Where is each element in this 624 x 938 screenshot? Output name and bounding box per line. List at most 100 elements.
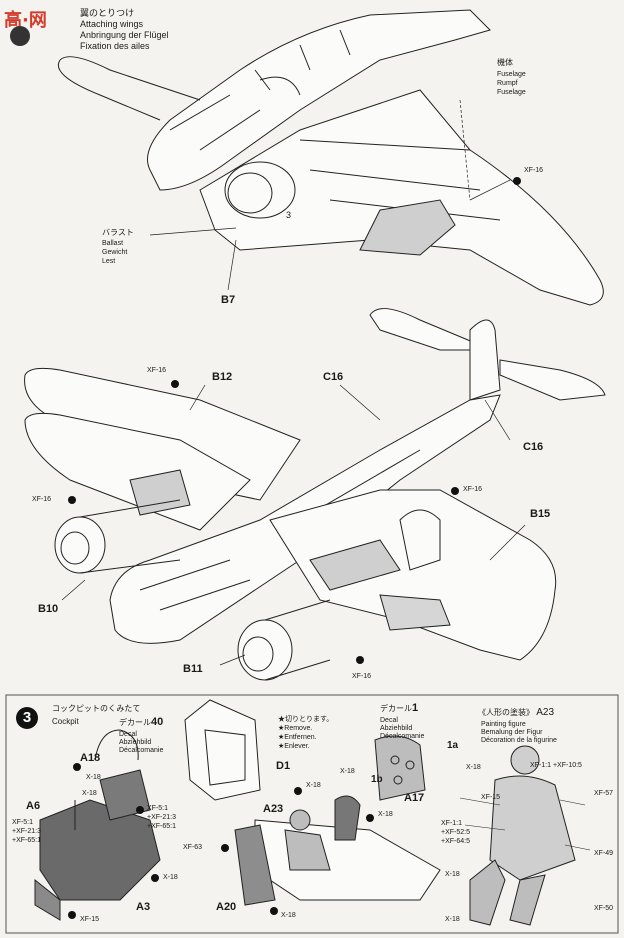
left-engine-drawing xyxy=(54,499,181,574)
remove-fr: ★Enlever. xyxy=(278,743,310,750)
step3-title-en: Cockpit xyxy=(52,717,79,726)
paint-xf16-5: XF-16 xyxy=(352,673,372,680)
part-C16-bottom: C16 xyxy=(523,441,544,453)
part-B10: B10 xyxy=(38,603,59,615)
fuselage-en: Fuselage xyxy=(497,71,526,78)
watermark-logo: 高·网 xyxy=(4,10,47,31)
part-B7: B7 xyxy=(221,294,236,306)
figure-title: 《人形の塗装》 A23 xyxy=(478,707,555,718)
fig-paint-x18-b: X-18 xyxy=(445,871,460,878)
tailplane-drawing xyxy=(369,308,606,401)
step2-title-jp: 翼のとりつけ xyxy=(80,8,135,18)
left-wing-drawing xyxy=(24,367,301,531)
decal40-number: 40 xyxy=(151,716,164,728)
pilot-small-drawing xyxy=(284,809,331,871)
part-1a: 1a xyxy=(447,740,459,751)
remove-de: ★Entfernen. xyxy=(278,734,317,741)
paint-x18-g: X-18 xyxy=(340,768,355,775)
ballast-de: Gewicht xyxy=(102,249,128,256)
figure-drawing xyxy=(469,745,576,926)
part-1b: 1b xyxy=(371,774,383,785)
paint-xf65-a: +XF-65:1 xyxy=(12,837,41,844)
paint-xf16-1: XF-16 xyxy=(524,167,544,174)
step2-badge xyxy=(10,26,30,46)
right-engine-drawing xyxy=(237,599,331,681)
figure-fr: Décoration de la figurine xyxy=(481,737,557,744)
fig-paint-xf64: +XF-64:5 xyxy=(441,838,470,845)
paint-xf16-4: XF-16 xyxy=(463,486,483,493)
part-A20: A20 xyxy=(216,901,237,913)
decal1-en: Decal xyxy=(380,717,398,724)
decal40-fr: Abziehbild xyxy=(119,739,152,746)
fuselage-de: Rumpf xyxy=(497,80,518,87)
decal1-fr: Décalcomanie xyxy=(380,733,425,740)
fig-paint-xf52: +XF-52:5 xyxy=(441,829,470,836)
decal40-de: Decal xyxy=(119,731,137,738)
step3-badge: 3 xyxy=(16,707,38,729)
fig-paint-xf15: XF-15 xyxy=(481,794,501,801)
remove-en: ★Remove. xyxy=(278,725,313,732)
step2-title-de: Anbringung der Flügel xyxy=(80,30,169,40)
instrument-panel-drawing xyxy=(334,735,426,841)
paint-x18-e: X-18 xyxy=(378,811,393,818)
paint-xf5-b: XF-5:1 xyxy=(147,805,169,812)
part-A3: A3 xyxy=(136,901,151,913)
ballast-fr: Lest xyxy=(102,258,116,265)
fig-paint-xf57: XF-57 xyxy=(594,790,614,797)
decal1-number: 1 xyxy=(412,702,419,714)
part-A18: A18 xyxy=(80,752,101,764)
part-A17: A17 xyxy=(404,792,425,804)
remove-jp: ★切りとります。 xyxy=(278,716,334,723)
cockpit-tub-drawing xyxy=(34,729,161,921)
decal40-label: デカール xyxy=(119,718,151,727)
part-D1: D1 xyxy=(276,760,291,772)
figure-de: Bemalung der Figur xyxy=(481,729,543,736)
paint-xf5-a: XF-5:1 xyxy=(12,819,34,826)
paint-xf16-2: XF-16 xyxy=(147,367,167,374)
part-C16-top: C16 xyxy=(323,371,344,383)
step3-title-jp: コックピットのくみたて xyxy=(52,704,141,713)
step2-title-fr: Fixation des ailes xyxy=(80,41,150,51)
decal40-jp: デカール40 xyxy=(119,716,164,728)
upper-fuselage-drawing xyxy=(58,9,491,191)
paint-xf63: XF-63 xyxy=(183,844,203,851)
ballast-jp: バラスト xyxy=(102,228,134,237)
paint-x18-f: X-18 xyxy=(281,912,296,919)
part-B12: B12 xyxy=(212,371,233,383)
fig-paint-xf50: XF-50 xyxy=(594,905,614,912)
ballast-drawing xyxy=(224,161,296,219)
part-B15: B15 xyxy=(530,508,551,520)
paint-markers xyxy=(68,177,521,919)
paint-xf65-b: +XF-65:1 xyxy=(147,823,176,830)
figure-en: Painting figure xyxy=(481,721,526,728)
fuselage-fr: Fuselage xyxy=(497,89,526,96)
paint-xf15-a: XF-15 xyxy=(80,916,100,923)
part-A23: A23 xyxy=(263,803,284,815)
fig-paint-x18-a: X-18 xyxy=(466,764,481,771)
fig-paint-x18-c: X-18 xyxy=(445,916,460,923)
figure-part: A23 xyxy=(536,707,555,718)
arrow-number: 3 xyxy=(286,210,292,220)
fig-paint-mix: XF-1:1 +XF-10:5 xyxy=(530,762,582,769)
paint-x18-a: X-18 xyxy=(86,774,101,781)
part-A6: A6 xyxy=(26,800,41,812)
figure-title-jp: 《人形の塗装》 xyxy=(478,708,534,717)
fig-paint-xf1: XF-1:1 xyxy=(441,820,463,827)
decal1-jp: デカール1 xyxy=(380,702,419,714)
paint-xf21-a: +XF-21:3 xyxy=(12,828,41,835)
paint-x18-c: X-18 xyxy=(163,874,178,881)
paint-xf16-3: XF-16 xyxy=(32,496,52,503)
paint-xf21-b: +XF-21:3 xyxy=(147,814,176,821)
decal1-de: Abziehbild xyxy=(380,725,413,732)
fig-paint-xf49: XF-49 xyxy=(594,850,614,857)
paint-x18-b: X-18 xyxy=(82,790,97,797)
ballast-en: Ballast xyxy=(102,240,124,247)
fuselage-jp: 機体 xyxy=(497,58,513,67)
paint-x18-d: X-18 xyxy=(306,782,321,789)
lower-wing-drawing xyxy=(199,89,604,306)
seat-decal-drawing xyxy=(184,699,261,801)
decal1-label: デカール xyxy=(380,704,412,713)
decal40-x: Décalcomanie xyxy=(119,747,164,754)
step2-title-en: Attaching wings xyxy=(80,19,144,29)
